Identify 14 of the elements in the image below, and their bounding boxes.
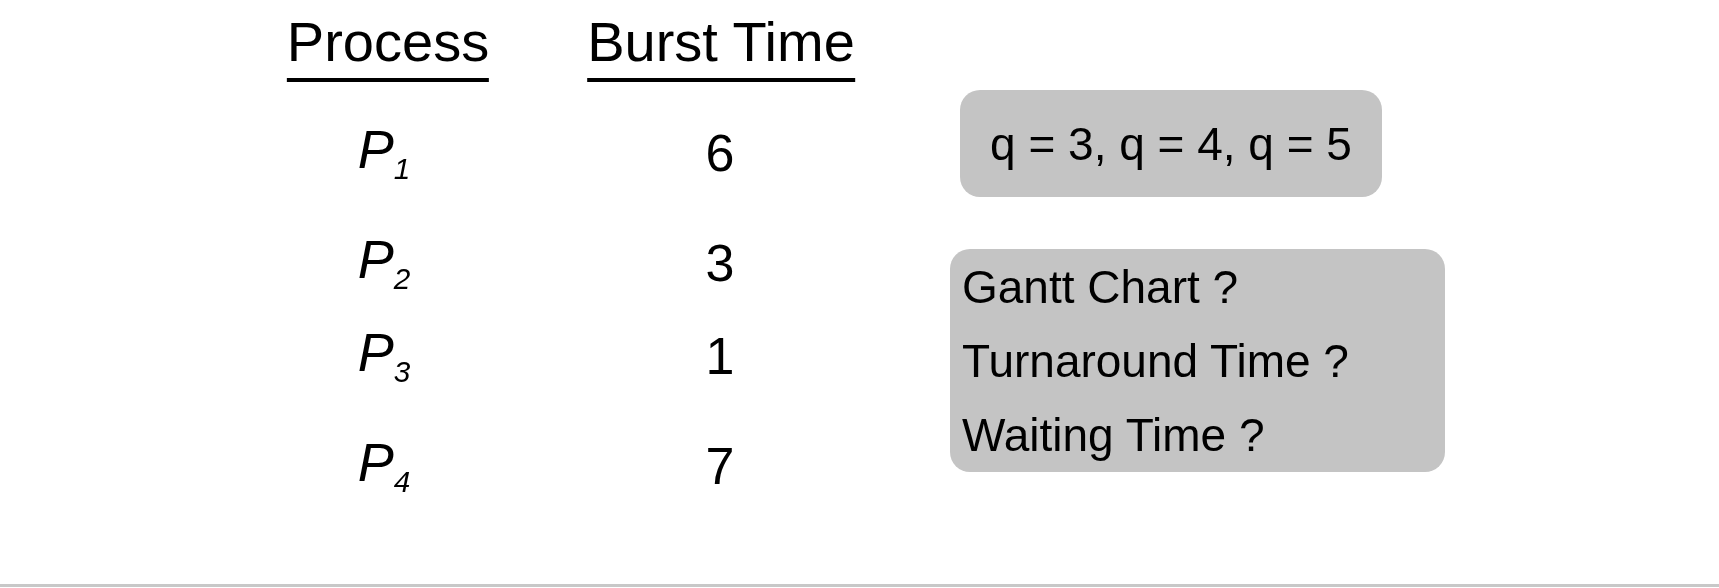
process-name: P$_{1}$ — [357, 122, 411, 184]
note-box — [950, 249, 1445, 472]
process-name: P$_{4}$ — [357, 435, 411, 497]
column-header: Burst Time — [587, 14, 855, 82]
burst-time-value: 7 — [705, 440, 735, 492]
column-header: Process — [286, 14, 490, 82]
burst-time-value: 3 — [705, 237, 735, 289]
burst-time-value: 1 — [705, 330, 735, 382]
note-text: Turnaround Time ? — [962, 337, 1349, 384]
process-name: P$_{2}$ — [357, 232, 411, 294]
note-text: Gantt Chart ? — [962, 263, 1239, 310]
note-box — [960, 90, 1382, 197]
process-name: P$_{3}$ — [357, 325, 411, 387]
burst-time-value: 6 — [705, 127, 735, 179]
